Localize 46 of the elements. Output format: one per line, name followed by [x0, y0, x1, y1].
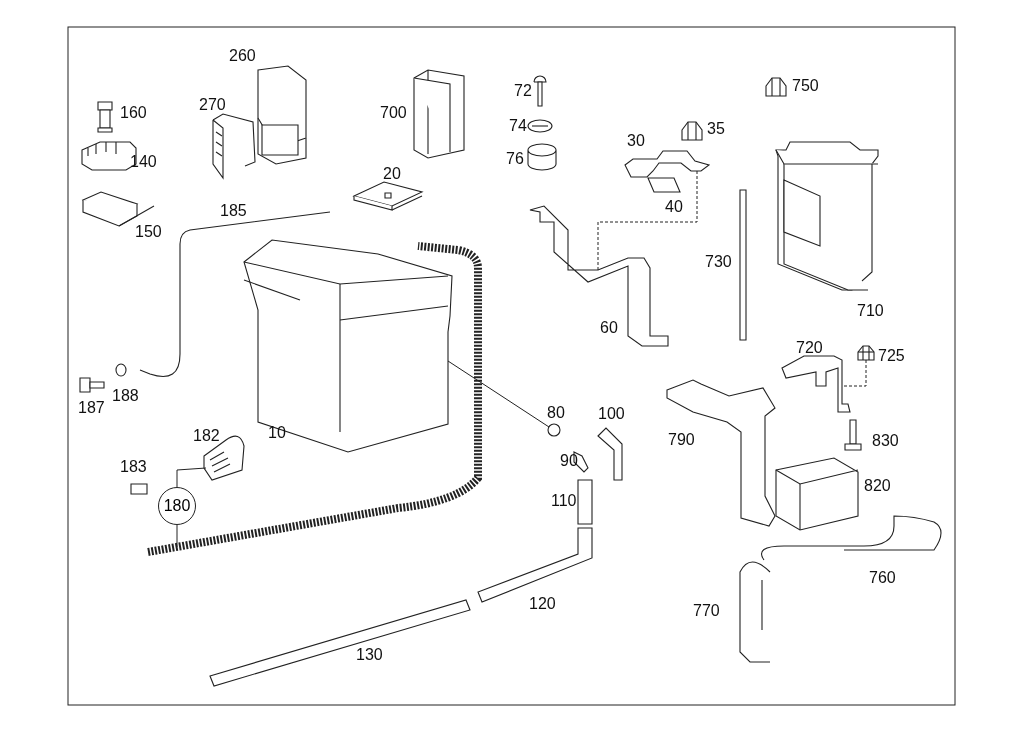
plug-drawing [547, 423, 561, 437]
callout-number: 760 [869, 569, 896, 587]
callout-number: 790 [668, 431, 695, 449]
callout-number: 700 [380, 104, 407, 122]
callout-number: 183 [120, 458, 147, 476]
callout-number: 185 [220, 202, 247, 220]
callout-number: 35 [707, 120, 725, 138]
nut-drawing [857, 345, 875, 361]
callout-number: 770 [693, 602, 720, 620]
hold-down-drawing [781, 355, 851, 413]
callout-number: 188 [112, 387, 139, 405]
callout-number: 710 [857, 302, 884, 320]
callout-number: 90 [560, 452, 578, 470]
assembly-line [842, 359, 867, 387]
callout-number: 100 [598, 405, 625, 423]
bracket-drawing [624, 150, 711, 193]
leader-line [447, 360, 550, 428]
corrugated-cable-drawing [147, 242, 482, 556]
callout-number: 720 [796, 339, 823, 357]
callout-number: 270 [199, 96, 226, 114]
callout-number: 80 [547, 404, 565, 422]
callout-number: 182 [193, 427, 220, 445]
callout-number: 74 [509, 117, 527, 135]
callout-number: 150 [135, 223, 162, 241]
callout-number: 730 [705, 253, 732, 271]
callout-number: 120 [529, 595, 556, 613]
callout-number: 30 [627, 132, 645, 150]
callout-number: 130 [356, 646, 383, 664]
callout-number: 725 [878, 347, 905, 365]
leader-line [176, 524, 178, 548]
callout-number: 20 [383, 165, 401, 183]
callout-number: 10 [268, 424, 286, 442]
callout-number: 72 [514, 82, 532, 100]
callout-number: 750 [792, 77, 819, 95]
callout-number: 76 [506, 150, 524, 168]
callout-number: 60 [600, 319, 618, 337]
callout-number: 140 [130, 153, 157, 171]
leader-line [176, 467, 207, 488]
callout-number: 260 [229, 47, 256, 65]
callout-number: 110 [551, 492, 577, 510]
callout-number: 187 [78, 399, 105, 417]
callout-number: 820 [864, 477, 891, 495]
callout-number: 40 [665, 198, 683, 216]
callout-number: 830 [872, 432, 899, 450]
assembly-line [597, 170, 698, 271]
callout-number: 160 [120, 104, 147, 122]
